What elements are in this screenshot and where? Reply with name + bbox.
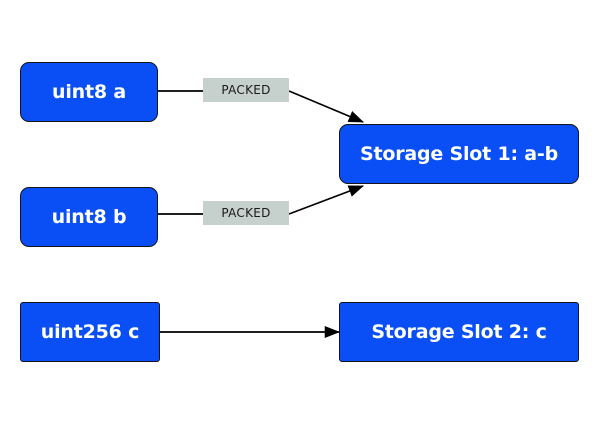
node-uint256-c[interactable]: uint256 c [20, 302, 160, 362]
edge-segment-label-to-slot1-bottom [288, 185, 364, 215]
node-storage-slot-1-label: Storage Slot 1: a-b [359, 142, 558, 165]
edge-segment-label-to-slot1-top [288, 90, 364, 123]
node-uint256-c-label: uint256 c [40, 320, 140, 343]
node-uint8-a[interactable]: uint8 a [20, 62, 158, 122]
edge-label-packed-a: PACKED [203, 78, 289, 102]
node-uint8-b[interactable]: uint8 b [20, 187, 158, 247]
node-storage-slot-2-label: Storage Slot 2: c [371, 320, 547, 343]
node-uint8-a-label: uint8 a [52, 80, 126, 103]
node-storage-slot-2[interactable]: Storage Slot 2: c [339, 302, 579, 362]
node-storage-slot-1[interactable]: Storage Slot 1: a-b [339, 124, 579, 184]
edge-label-packed-b: PACKED [203, 201, 289, 225]
node-uint8-b-label: uint8 b [51, 205, 127, 228]
